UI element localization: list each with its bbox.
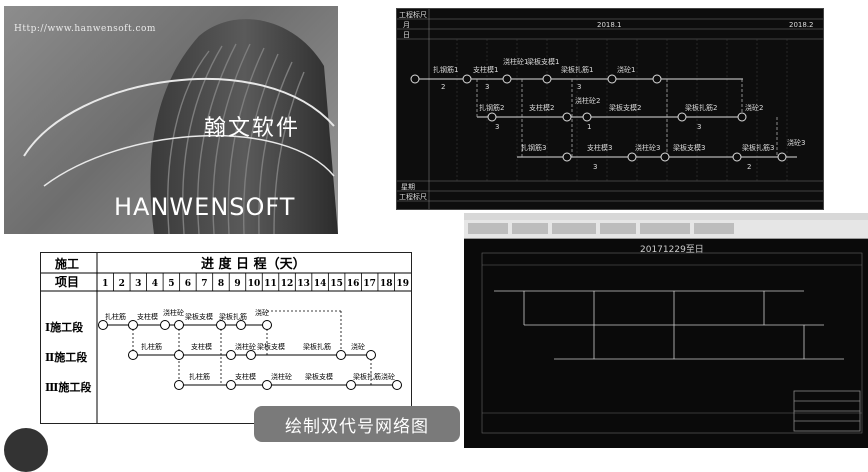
day-label: 14 xyxy=(314,279,327,289)
row3-label: 浇砼 xyxy=(381,372,395,381)
bottom-row-label-2: 工程标尺 xyxy=(399,192,427,201)
task-label: 梁板扎筋3 xyxy=(742,143,774,152)
day-label: 2 xyxy=(119,279,125,289)
row3-label: 梁板支模 xyxy=(305,372,333,381)
task-label: 梁板扎筋1 xyxy=(561,65,593,74)
day-label: 6 xyxy=(185,279,191,289)
day-label: 3 xyxy=(135,279,141,289)
row1-label: 支柱模 xyxy=(137,312,158,321)
duration-label: 3 xyxy=(485,83,489,91)
toolbar-button[interactable] xyxy=(512,223,548,234)
duration-label: 2 xyxy=(747,163,751,171)
top-row-label-1: 工程标尺 xyxy=(399,10,427,19)
window-titlebar xyxy=(464,213,868,220)
day-label: 19 xyxy=(396,279,409,289)
duration-label: 1 xyxy=(587,123,591,131)
task-label: 支柱模1 xyxy=(473,65,498,74)
row3-label: 浇柱砼 xyxy=(271,372,292,381)
toolbar-button[interactable] xyxy=(468,223,508,234)
brand-name-en: HANWENSOFT xyxy=(114,193,296,221)
row3-label: 梁板扎筋 xyxy=(353,372,381,381)
day-label: 17 xyxy=(363,279,376,289)
window-toolbar xyxy=(464,220,868,239)
duration-label: 3 xyxy=(577,83,581,91)
section-label-3: Ⅲ施工段 xyxy=(45,380,91,394)
brand-image: Http://www.hanwensoft.com 翰文软件 HANWENSOF… xyxy=(4,6,338,234)
toolbar-button[interactable] xyxy=(600,223,636,234)
schedule-header: 进 度 日 程（天） xyxy=(201,256,306,272)
row2-label: 浇砼 xyxy=(351,342,365,351)
caption-badge: 绘制双代号网络图 xyxy=(254,406,460,442)
software-screenshot: 20171229至日 xyxy=(464,213,868,448)
col-header-1: 施工 xyxy=(55,256,79,271)
task-label: 扎钢筋3 xyxy=(521,143,546,152)
duration-label: 3 xyxy=(697,123,701,131)
col-header-2: 项目 xyxy=(55,275,79,289)
task-label: 扎钢筋2 xyxy=(479,103,504,112)
day-label: 1 xyxy=(102,279,108,289)
row3-label: 支柱模 xyxy=(235,372,256,381)
row1-label: 浇砼 xyxy=(255,308,269,317)
task-label: 浇砼3 xyxy=(787,138,805,147)
row1-label: 浇柱砼 xyxy=(163,308,184,317)
row2-label: 支柱模 xyxy=(191,342,212,351)
row3-label: 扎柱筋 xyxy=(189,372,210,381)
task-label: 支柱模3 xyxy=(587,143,612,152)
brand-building-graphic xyxy=(23,19,338,234)
day-label: 16 xyxy=(347,279,360,289)
day-label: 10 xyxy=(248,279,261,289)
toolbar-button[interactable] xyxy=(640,223,690,234)
network-diagram-canvas: 工程标尺 月 日 星期 工程标尺 2018.1 2018.2 xyxy=(397,9,823,209)
toolbar-button[interactable] xyxy=(552,223,596,234)
task-label: 梁板支模2 xyxy=(609,103,641,112)
toolbar-button[interactable] xyxy=(694,223,734,234)
task-label: 浇柱砼1 xyxy=(503,57,528,66)
duration-label: 3 xyxy=(593,163,597,171)
row2-label: 扎柱筋 xyxy=(141,342,162,351)
day-label: 13 xyxy=(297,279,310,289)
day-label: 8 xyxy=(218,279,224,289)
day-label: 15 xyxy=(330,279,343,289)
top-row-label-2: 月 xyxy=(403,21,410,29)
network-diagram-dark: 工程标尺 月 日 星期 工程标尺 2018.1 2018.2 xyxy=(396,8,824,210)
task-label: 支柱模2 xyxy=(529,103,554,112)
duration-label: 2 xyxy=(441,83,445,91)
row2-label: 梁板支模 xyxy=(257,342,285,351)
cad-drawing-canvas xyxy=(481,252,863,434)
day-label: 9 xyxy=(234,279,240,289)
task-label: 浇砼1 xyxy=(617,65,635,74)
task-label: 梁板扎筋2 xyxy=(685,103,717,112)
task-label: 梁板支模3 xyxy=(673,143,705,152)
top-row-label-3: 日 xyxy=(403,31,410,39)
task-label: 浇柱砼3 xyxy=(635,143,660,152)
row1-label: 梁板扎筋 xyxy=(219,312,247,321)
year-mark-1: 2018.1 xyxy=(597,21,622,29)
task-label: 梁板支模1 xyxy=(527,57,559,66)
section-label-1: Ⅰ施工段 xyxy=(45,320,83,334)
row1-label: 梁板支模 xyxy=(185,312,213,321)
brand-url: Http://www.hanwensoft.com xyxy=(14,24,156,34)
task-label: 浇柱砼2 xyxy=(575,96,600,105)
row1-label: 扎柱筋 xyxy=(105,312,126,321)
year-mark-2: 2018.2 xyxy=(789,21,814,29)
task-label: 浇砼2 xyxy=(745,103,763,112)
canvas-title: 20171229至日 xyxy=(640,245,704,255)
row2-label: 浇柱砼 xyxy=(235,342,256,351)
day-label: 7 xyxy=(201,279,207,289)
corner-decoration xyxy=(4,428,48,472)
brand-name-cn: 翰文软件 xyxy=(204,116,301,141)
task-label: 扎钢筋1 xyxy=(433,65,458,74)
day-label: 4 xyxy=(152,279,158,289)
section-label-2: Ⅱ施工段 xyxy=(45,350,87,364)
row2-label: 梁板扎筋 xyxy=(303,342,331,351)
duration-label: 3 xyxy=(495,123,499,131)
bottom-row-label-1: 星期 xyxy=(401,183,415,191)
day-label: 5 xyxy=(168,279,174,289)
day-label: 11 xyxy=(264,279,277,289)
day-label: 12 xyxy=(281,279,294,289)
day-label: 18 xyxy=(380,279,393,289)
